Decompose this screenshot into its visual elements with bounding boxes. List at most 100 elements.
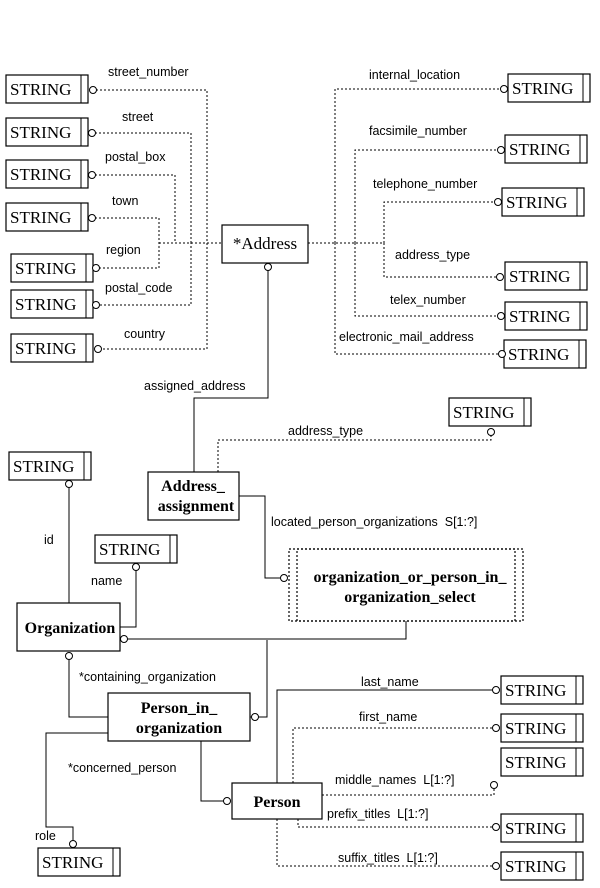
entity-address-assignment: Address_ assignment xyxy=(147,471,240,521)
attr-internal-location: internal_location xyxy=(369,68,460,82)
string-type-label: STRING xyxy=(15,259,76,278)
string-type-label: STRING xyxy=(13,457,74,476)
relationship-end-circle xyxy=(496,273,504,281)
relationship-end-circle xyxy=(89,86,97,94)
string-box-facsimile-number: STRING xyxy=(504,134,588,164)
attr-telex-number: telex_number xyxy=(390,293,466,307)
relationship-end-circle xyxy=(280,574,288,582)
relationship-end-circle xyxy=(65,480,73,488)
relationship-end-circle xyxy=(492,862,500,870)
attr-first-name: first_name xyxy=(359,710,417,724)
attribute-labels: street_number street postal_box town reg… xyxy=(35,65,477,865)
attr-id: id xyxy=(44,533,54,547)
string-type-label: STRING xyxy=(509,267,570,286)
string-type-label: STRING xyxy=(506,193,567,212)
attr-last-name: last_name xyxy=(361,675,419,689)
attr-assigned-address: assigned_address xyxy=(144,379,245,393)
attr-suffix-titles: suffix_titles L[1:?] xyxy=(338,851,438,865)
entity-address: *Address xyxy=(221,224,309,264)
attr-street-number: street_number xyxy=(108,65,189,79)
relationship-end-circle xyxy=(88,129,96,137)
relationship-end-circle xyxy=(65,652,73,660)
string-type-label: STRING xyxy=(99,540,160,559)
string-box-organization-id: STRING xyxy=(8,451,92,481)
left-attribute-lines xyxy=(91,89,222,350)
attr-country: country xyxy=(124,327,166,341)
relationship-end-circle xyxy=(492,823,500,831)
entity-person: Person xyxy=(231,782,323,820)
string-type-label: STRING xyxy=(508,345,569,364)
attr-role: role xyxy=(35,829,56,843)
relationship-end-circle xyxy=(223,797,231,805)
relationship-end-circle xyxy=(264,263,272,271)
string-type-label: STRING xyxy=(505,719,566,738)
relationship-end-circle xyxy=(94,345,102,353)
relationship-end-circle xyxy=(494,198,502,206)
attr-street: street xyxy=(122,110,154,124)
string-box-last-name: STRING xyxy=(500,675,584,705)
string-type-label: STRING xyxy=(10,208,71,227)
address-assignment-label-2: assignment xyxy=(158,498,235,515)
person-in-org-label-2: organization xyxy=(136,720,222,737)
person-in-org-label-1: Person_in_ xyxy=(141,700,218,717)
string-type-label: STRING xyxy=(15,295,76,314)
string-type-label: STRING xyxy=(42,853,103,872)
relationship-end-circle xyxy=(132,563,140,571)
string-box-middle-names: STRING xyxy=(500,747,584,777)
string-type-label: STRING xyxy=(453,403,514,422)
attr-region: region xyxy=(106,243,141,257)
right-attribute-lines xyxy=(308,88,502,355)
relationship-end-circle xyxy=(88,214,96,222)
string-box-street: STRING xyxy=(5,117,89,147)
string-box-postal-box: STRING xyxy=(5,159,89,189)
relationship-end-circle xyxy=(88,171,96,179)
string-box-country: STRING xyxy=(10,333,94,363)
string-box-suffix-titles: STRING xyxy=(500,851,584,881)
entity-organization: Organization xyxy=(16,602,121,652)
select-label-1: organization_or_person_in_ xyxy=(314,569,508,586)
attr-located-person-organizations: located_person_organizations S[1:?] xyxy=(271,515,477,529)
attr-facsimile-number: facsimile_number xyxy=(369,124,467,138)
string-box-electronic-mail-address: STRING xyxy=(503,339,587,369)
string-box-postal-code: STRING xyxy=(10,289,94,319)
string-type-label: STRING xyxy=(15,339,76,358)
string-box-telephone-number: STRING xyxy=(501,187,585,217)
person-label: Person xyxy=(253,794,300,811)
address-assignment-label-1: Address_ xyxy=(161,478,226,495)
attr-concerned-person: *concerned_person xyxy=(68,761,176,775)
string-box-address-type: STRING xyxy=(504,261,588,291)
string-box-town: STRING xyxy=(5,202,89,232)
relationship-end-circle xyxy=(69,840,77,848)
attr-containing-organization: *containing_organization xyxy=(79,670,216,684)
string-type-label: STRING xyxy=(509,307,570,326)
relationship-end-circle xyxy=(120,635,128,643)
relationship-end-circle xyxy=(92,301,100,309)
string-box-region: STRING xyxy=(10,253,94,283)
relationship-end-circle xyxy=(92,264,100,272)
string-type-label: STRING xyxy=(505,857,566,876)
attr-postal-box: postal_box xyxy=(105,150,166,164)
string-box-internal-location: STRING xyxy=(507,73,591,103)
select-label-2: organization_select xyxy=(344,589,476,606)
relationship-end-circle xyxy=(500,85,508,93)
attr-name: name xyxy=(91,574,122,588)
attr-assignment-address-type: address_type xyxy=(288,424,363,438)
address-label: *Address xyxy=(233,234,297,253)
string-type-label: STRING xyxy=(505,681,566,700)
select-organization-or-person: organization_or_person_in_ organization_… xyxy=(288,548,524,622)
attr-telephone-number: telephone_number xyxy=(373,177,477,191)
string-type-label: STRING xyxy=(505,819,566,838)
person-relation-lines xyxy=(45,732,225,843)
string-box-telex-number: STRING xyxy=(504,301,588,331)
attr-address-type: address_type xyxy=(395,248,470,262)
relationship-end-circle xyxy=(251,713,259,721)
string-type-label: STRING xyxy=(10,123,71,142)
attr-prefix-titles: prefix_titles L[1:?] xyxy=(327,807,428,821)
string-box-street-number: STRING xyxy=(5,74,89,104)
relationship-end-circle xyxy=(492,724,500,732)
attr-postal-code: postal_code xyxy=(105,281,172,295)
string-box-prefix-titles: STRING xyxy=(500,813,584,843)
person-attribute-lines xyxy=(276,689,495,867)
string-box-organization-name: STRING xyxy=(94,534,178,564)
string-box-first-name: STRING xyxy=(500,713,584,743)
